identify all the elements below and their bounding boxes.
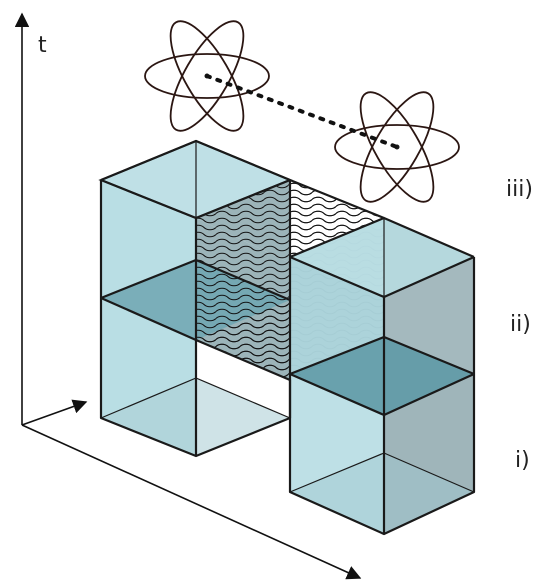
right-cube-stack — [290, 218, 474, 534]
axes: t — [14, 12, 362, 580]
space-axis-y — [21, 399, 88, 426]
time-axis-label: t — [38, 33, 47, 58]
stage-label-i: i) — [515, 448, 530, 473]
space-axis-x — [21, 424, 362, 580]
atom-icon — [144, 20, 270, 132]
entanglement-link — [205, 74, 399, 149]
cube-edges — [99, 139, 476, 536]
stage-label-iii: iii) — [506, 177, 533, 202]
atom-icon — [334, 91, 460, 203]
stage-label-ii: ii) — [510, 312, 531, 337]
